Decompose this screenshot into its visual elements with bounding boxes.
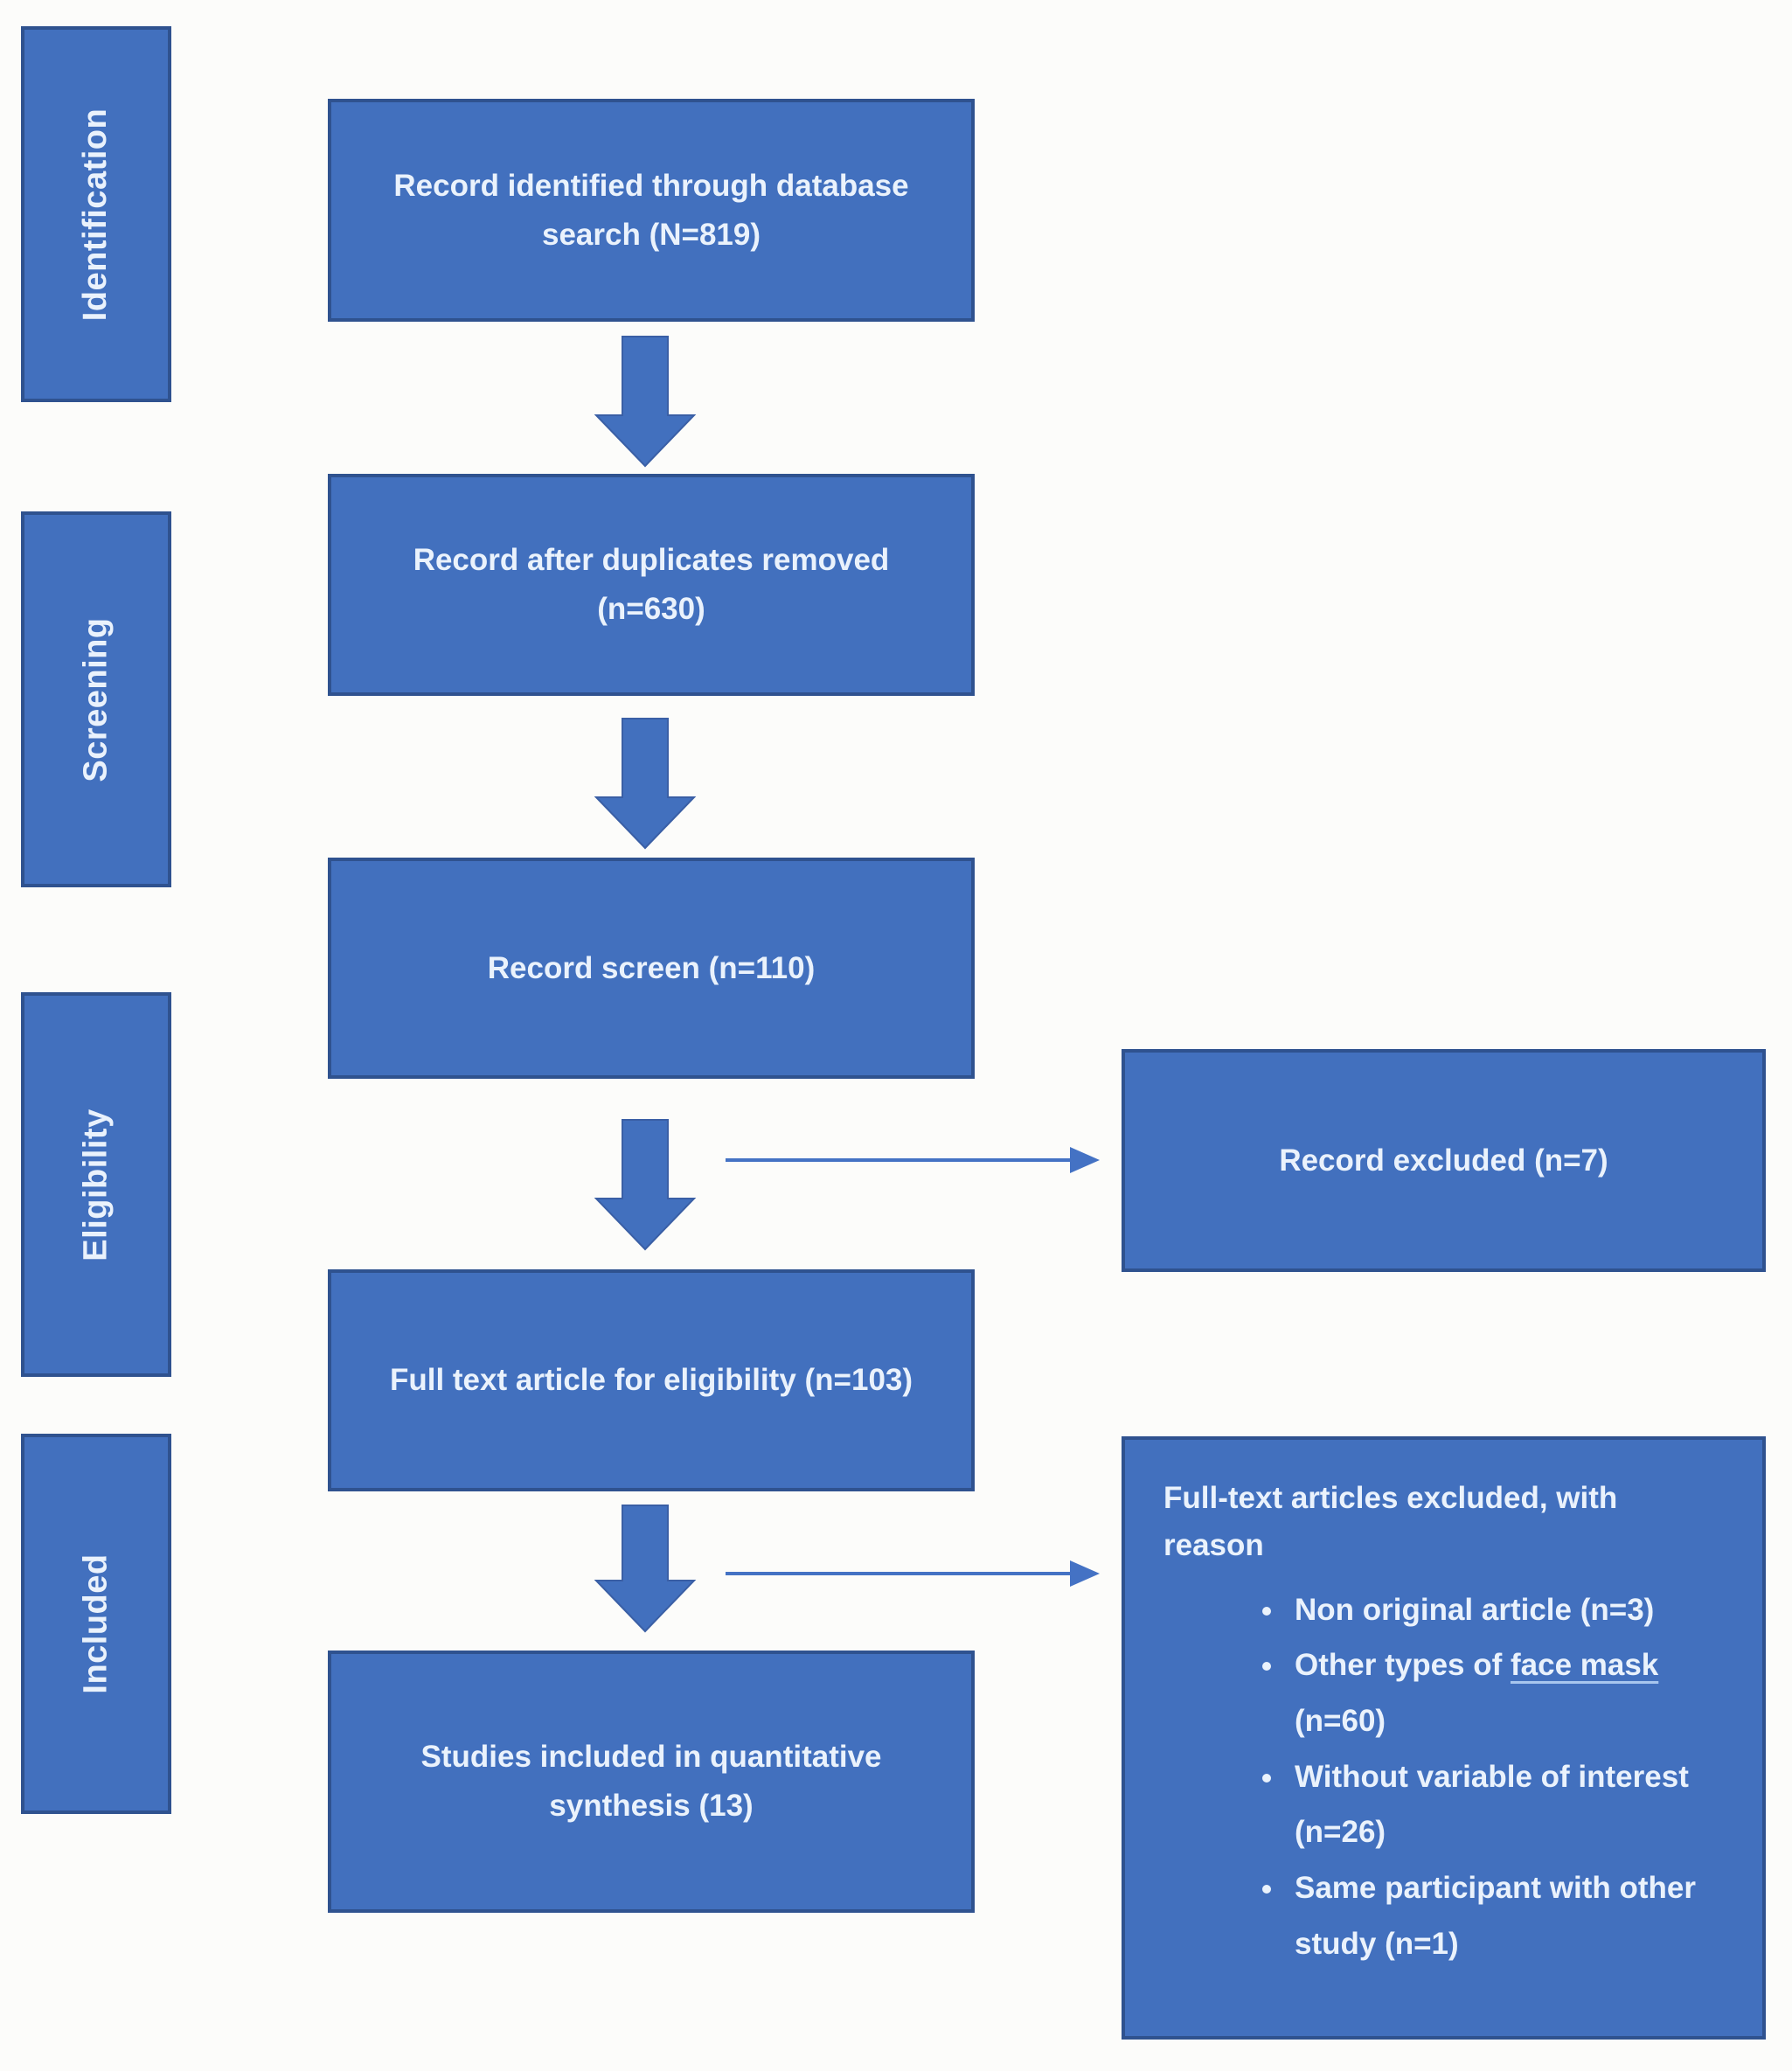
right-arrow-icon: [726, 1560, 1100, 1587]
exclusion-reason-item: Other types of face mask (n=60): [1286, 1637, 1701, 1748]
exclusion-reason-text: Non original article (n=3): [1295, 1592, 1655, 1627]
flow-box-studies-included-text: Studies included in quantitative synthes…: [420, 1740, 882, 1823]
exclusion-reason-item: Same participant with other study (n=1): [1286, 1860, 1701, 1971]
right-arrow-icon: [726, 1147, 1100, 1173]
flow-box-fulltext-excluded: Full-text articles excluded, with reason…: [1122, 1436, 1766, 2040]
stage-label-screening: Screening: [77, 616, 115, 782]
exclusion-reason-item: Without variable of interest (n=26): [1286, 1749, 1701, 1860]
exclusion-reason-text: Same participant with other study (n=1): [1295, 1870, 1696, 1961]
fulltext-excluded-title: Full-text articles excluded, with reason: [1163, 1481, 1618, 1563]
flow-box-fulltext-eligibility: Full text article for eligibility (n=103…: [328, 1269, 975, 1491]
down-arrow-icon: [594, 336, 697, 468]
flow-box-fulltext-eligibility-text: Full text article for eligibility (n=103…: [389, 1363, 913, 1397]
down-arrow-icon: [594, 1505, 697, 1633]
exclusion-reason-item: Non original article (n=3): [1286, 1582, 1701, 1638]
down-arrow-icon: [594, 1119, 697, 1251]
flow-box-duplicates-removed: Record after duplicates removed (n=630): [328, 474, 975, 696]
stage-label-included: Included: [77, 1553, 115, 1694]
flow-box-records-screened: Record screen (n=110): [328, 858, 975, 1079]
flow-box-records-excluded: Record excluded (n=7): [1122, 1049, 1766, 1272]
exclusion-reason-text: Without variable of interest (n=26): [1295, 1759, 1689, 1850]
stage-box-included: Included: [21, 1434, 171, 1814]
stage-box-identification: Identification: [21, 26, 171, 402]
exclusion-reason-text: Other types of: [1295, 1648, 1511, 1683]
flow-box-records-screened-text: Record screen (n=110): [487, 950, 816, 985]
flow-box-duplicates-removed-text: Record after duplicates removed (n=630): [413, 543, 890, 626]
flow-box-records-identified-text: Record identified through database searc…: [393, 168, 909, 252]
stage-label-identification: Identification: [77, 108, 115, 321]
stage-box-screening: Screening: [21, 511, 171, 887]
exclusion-reason-underlined-text: face mask: [1510, 1648, 1659, 1683]
stage-box-eligibility: Eligibility: [21, 992, 171, 1377]
stage-label-eligibility: Eligibility: [77, 1108, 115, 1261]
down-arrow-icon: [594, 718, 697, 850]
exclusion-reason-list: Non original article (n=3) Other types o…: [1163, 1582, 1701, 1972]
exclusion-reason-text: (n=60): [1295, 1703, 1386, 1738]
flow-box-records-excluded-text: Record excluded (n=7): [1279, 1143, 1608, 1178]
flow-box-records-identified: Record identified through database searc…: [328, 99, 975, 322]
flow-box-studies-included: Studies included in quantitative synthes…: [328, 1651, 975, 1913]
